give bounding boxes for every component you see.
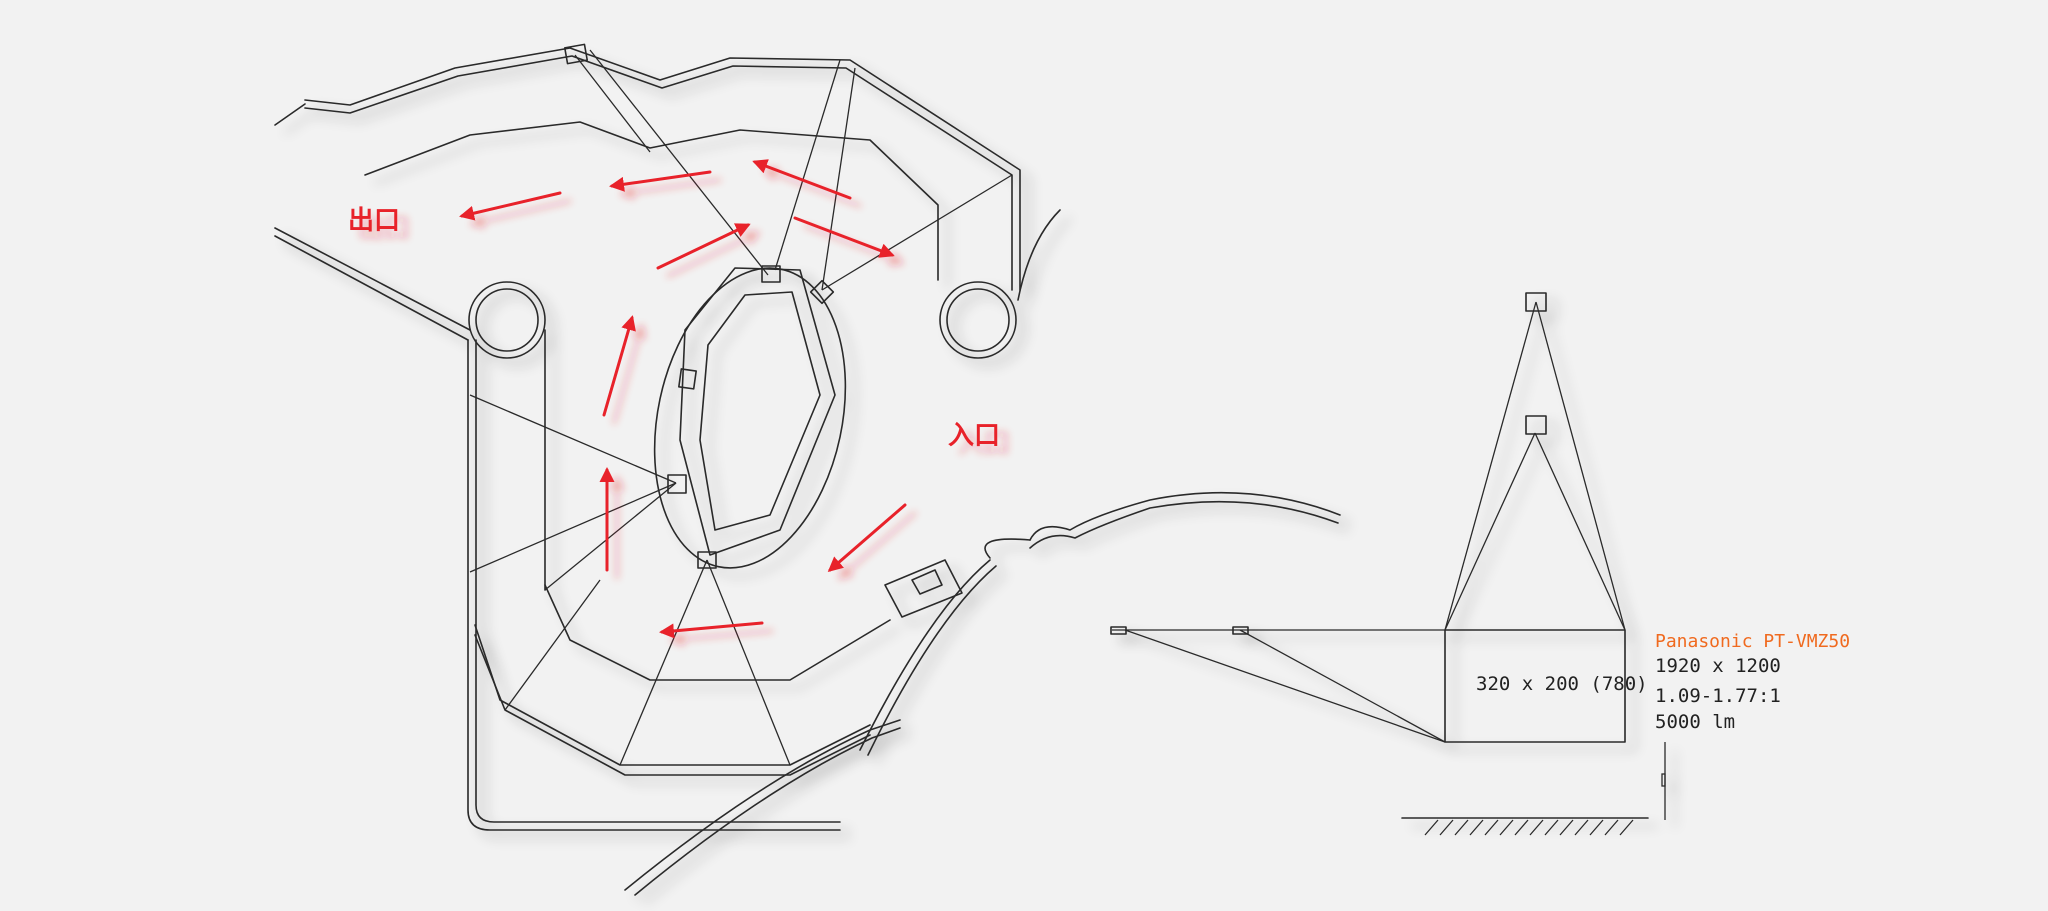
projector-marker xyxy=(1232,626,1249,635)
projector-marker xyxy=(761,265,781,283)
projector-marker xyxy=(563,43,589,65)
entrance-label: 入口 xyxy=(948,421,1000,451)
projector-marker xyxy=(667,474,687,494)
projector-resolution: 1920 x 1200 xyxy=(1655,655,1781,677)
flow-arrows xyxy=(459,159,907,639)
projector-throw-ratio: 1.09-1.77:1 xyxy=(1655,685,1781,707)
flow-arrow xyxy=(793,216,895,258)
projector-marker xyxy=(1110,626,1127,635)
flow-arrow xyxy=(602,315,636,417)
projector-markers xyxy=(563,43,835,569)
screen-rect xyxy=(1444,629,1626,743)
projector-model: Panasonic PT-VMZ50 xyxy=(1655,631,1850,652)
flow-arrow xyxy=(459,191,562,221)
projector-marker xyxy=(1525,415,1547,435)
flow-arrow xyxy=(656,223,751,270)
projector-marker xyxy=(678,368,697,390)
flow-arrow xyxy=(659,621,764,639)
projector-marker xyxy=(1525,292,1547,312)
projector-specs: Panasonic PT-VMZ50 1920 x 1200 1.09-1.77… xyxy=(1655,631,1850,733)
floor-plan xyxy=(274,47,1341,896)
flow-arrow xyxy=(752,159,852,200)
screen-dimension-label: 320 x 200 (780) xyxy=(1476,673,1648,695)
projector-marker xyxy=(697,551,717,569)
flow-arrow xyxy=(609,170,712,192)
projection-lines xyxy=(469,49,1013,766)
projector-brightness: 5000 lm xyxy=(1655,711,1735,733)
projector-marker xyxy=(809,279,835,305)
exit-label: 出口 xyxy=(348,206,400,236)
floor-hatch xyxy=(1424,819,1634,836)
flow-arrow xyxy=(827,503,907,572)
elevation-diagram xyxy=(1110,292,1666,820)
